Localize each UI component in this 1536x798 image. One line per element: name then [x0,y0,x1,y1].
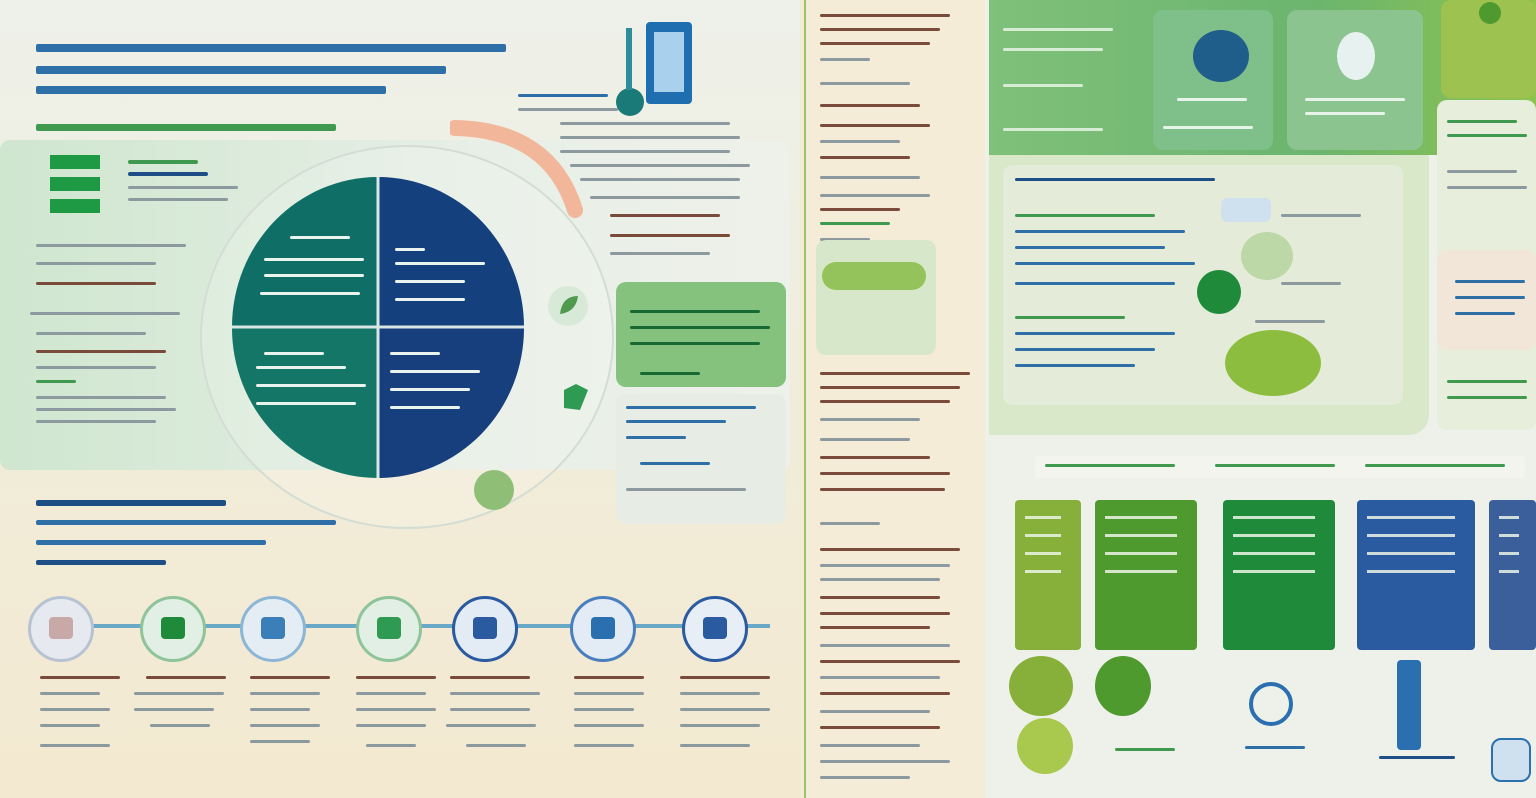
chart-icon [570,596,636,662]
info-card [1223,500,1335,650]
card-text-line [1367,534,1455,537]
leaf-icon [1225,330,1321,396]
chart-icon [1491,738,1531,782]
person-icon-glyph [703,617,727,639]
gear-icon [1249,682,1293,726]
card-text-line [1105,552,1177,555]
leaf-icon [548,286,588,326]
green-callout-box [616,282,786,387]
plant-icon [556,376,596,416]
blue-callout-box [616,394,786,524]
right-infographic [985,0,1536,798]
card-text-line [1367,570,1455,573]
card-text-line [1499,570,1519,573]
document-icon [28,596,94,662]
left-infographic [0,18,790,747]
card-text-line [1233,516,1315,519]
leaf-icon [1009,656,1073,716]
card-text-line [1367,552,1455,555]
card-text-line [1025,570,1061,573]
chart-icon [140,596,206,662]
leaf-icon [1479,2,1501,24]
info-card [1357,500,1475,650]
quadrant-wheel [232,175,524,480]
plant-icon [1241,232,1293,280]
globe-icon [1193,30,1249,82]
card-text-line [1499,516,1519,519]
arc-accent [450,120,600,220]
card-text-line [1105,516,1177,519]
person-icon [1337,32,1375,80]
gear-icon [474,470,514,510]
info-card [1489,500,1536,650]
card-text-line [1499,534,1519,537]
gear-icon-glyph [261,617,285,639]
chart-icon [1221,198,1271,222]
document-icon-glyph [49,617,73,639]
plant-icon [452,596,518,662]
card-text-line [1233,534,1315,537]
plant-icon [1017,718,1073,774]
document-icon [356,596,422,662]
info-card [1015,500,1081,650]
card-text-line [1367,516,1455,519]
chart-icon-glyph [591,617,615,639]
card-text-line [1105,534,1177,537]
filter-bar [1035,456,1525,478]
right-top-card-2 [1287,10,1423,150]
chart-icon-glyph [161,617,185,639]
card-text-line [1105,570,1177,573]
person-icon [682,596,748,662]
info-card [1095,500,1197,650]
lab-icon [606,18,702,122]
legend-box [50,155,100,220]
middle-green-panel [816,240,936,355]
middle-green-pill [822,262,926,290]
right-edge-blue-card [1437,250,1536,350]
card-text-line [1499,552,1519,555]
document-icon-glyph [377,617,401,639]
card-text-line [1025,552,1061,555]
tree-icon [1095,656,1151,716]
card-text-line [1025,534,1061,537]
gear-icon [240,596,306,662]
add-icon [1197,270,1241,314]
lab-icon [1397,660,1421,750]
card-text-line [1025,516,1061,519]
plant-icon-glyph [473,617,497,639]
card-text-line [1233,570,1315,573]
card-text-line [1233,552,1315,555]
middle-column [800,0,985,798]
